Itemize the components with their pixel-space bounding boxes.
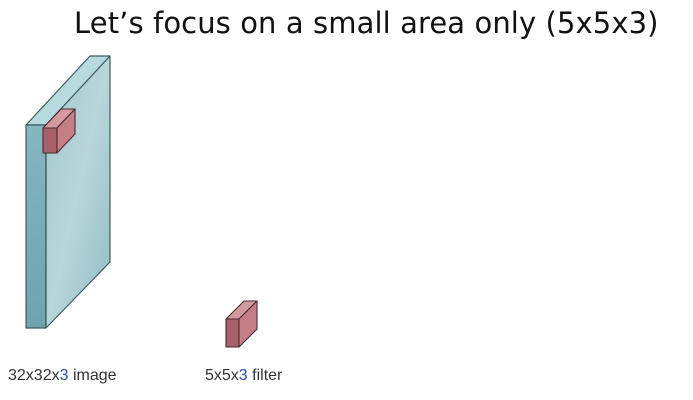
filter-side-face: [225, 318, 240, 348]
image-caption-label: image: [68, 367, 117, 384]
filter-caption: 5x5x3 filter: [205, 367, 282, 385]
slide-title: Let’s focus on a small area only (5x5x3): [74, 6, 659, 40]
filter-cube: [225, 300, 258, 348]
image-region-front-face: [56, 108, 76, 154]
image-caption-depth: 3: [59, 367, 69, 384]
filter-front-face: [238, 300, 258, 348]
image-region-side-face: [42, 127, 58, 154]
filter-caption-label: filter: [247, 367, 283, 384]
image-volume: [25, 55, 111, 329]
filter-caption-depth: 3: [238, 367, 248, 384]
image-region-cube: [42, 108, 76, 154]
filter-caption-size: 5x5x: [205, 367, 239, 384]
image-volume-side-face: [25, 124, 47, 329]
image-caption: 32x32x3 image: [8, 367, 117, 385]
image-caption-size: 32x32x: [8, 367, 60, 384]
